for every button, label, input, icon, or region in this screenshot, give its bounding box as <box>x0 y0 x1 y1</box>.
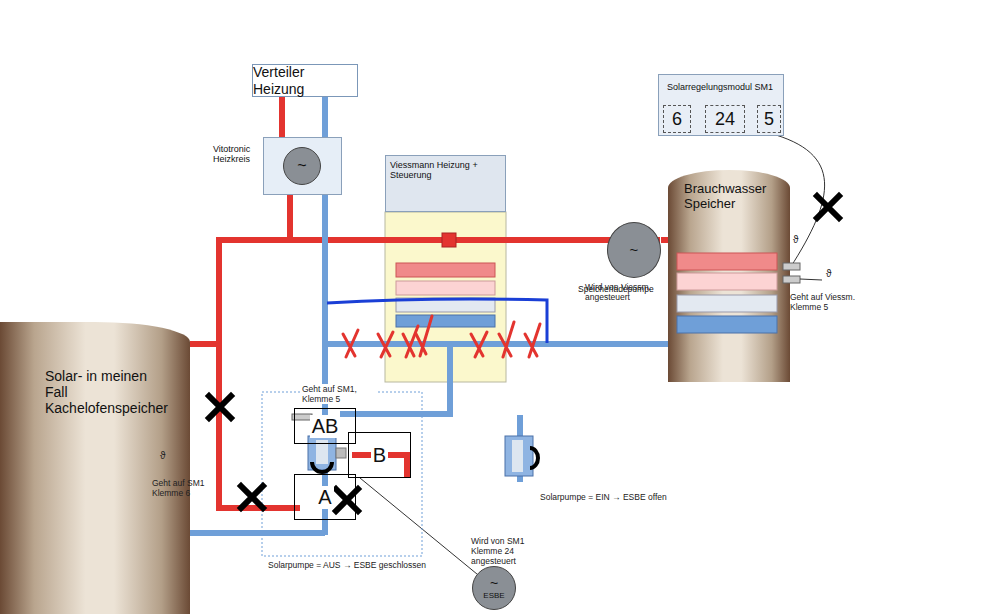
port-box: AB <box>294 408 356 444</box>
note-label: Geht auf SM1, Klemme 5 <box>300 384 378 404</box>
heating-circuit-box: Vitotronic Heizkreis~ <box>263 137 342 195</box>
controller-box: Solarregelungsmodul SM1 6 24 5 <box>658 74 784 136</box>
node-text: ~ <box>297 157 306 175</box>
sensor-symbol: ϑ <box>160 450 165 462</box>
boiler-coils <box>396 263 495 327</box>
node-text: Brauchwasser Speicher <box>684 182 774 212</box>
node-text: Solarregelungsmodul SM1 <box>667 82 775 92</box>
port-box: B <box>348 432 411 478</box>
note-label: Geht auf Viessm. Klemme 5 <box>790 292 862 312</box>
sensor-symbol: ϑ <box>793 234 798 246</box>
buffer-tank: Solar- in meinen Fall Kachelofenspeicher <box>0 322 190 614</box>
node-text: B <box>371 444 388 467</box>
boiler-box: Viessmann Heizung + Steuerung <box>385 155 506 212</box>
sensor-symbol: ϑ <box>826 268 831 280</box>
terminal-box: 24 <box>705 105 745 133</box>
node-text: AB <box>310 415 341 438</box>
node-text: 24 <box>715 109 735 130</box>
node-text: 6 <box>672 109 682 130</box>
node-text: Solar- in meinen Fall Kachelofenspeicher <box>45 368 170 416</box>
return-pipes <box>190 195 668 535</box>
red-marks <box>343 316 540 357</box>
note-label: Wird von SM1 Klemme 24 angesteuert <box>471 536 543 567</box>
node-text: Verteiler Heizung <box>253 64 357 96</box>
signal-wire <box>360 478 477 574</box>
pump-symbol: ~Speicherladepumpe <box>607 222 661 278</box>
actuator-symbol: ~ESBE <box>472 566 516 610</box>
valve-symbol <box>505 436 538 476</box>
supply-pipes <box>190 195 660 508</box>
pipe-connector <box>279 97 285 137</box>
node-text: ~ <box>490 575 498 591</box>
node-text: ESBE <box>483 591 504 600</box>
node-text: ~ <box>630 241 639 258</box>
pump-symbol: ~ <box>283 147 321 185</box>
mixing-valve <box>308 436 346 472</box>
hot-water-tank: Brauchwasser Speicher <box>668 170 790 382</box>
port-box: A <box>294 474 356 520</box>
note-label: Solarpumpe = EIN → ESBE offen <box>540 492 667 502</box>
terminal-box: 6 <box>663 105 691 133</box>
node-text: Vitotronic Heizkreis <box>213 144 261 165</box>
pipe-connector <box>322 97 328 137</box>
distributor-box: Verteiler Heizung <box>252 64 358 97</box>
node-text: 5 <box>764 109 774 130</box>
node-text: A <box>316 486 333 509</box>
pipe-connector <box>661 237 668 243</box>
note-label: Wird von Viessm. angesteuert <box>585 282 665 302</box>
terminal-box: 5 <box>757 105 781 133</box>
node-text: Viessmann Heizung + Steuerung <box>390 160 501 181</box>
note-label: Solarpumpe = AUS → ESBE geschlossen <box>268 560 426 570</box>
pipe-fitting <box>442 233 456 247</box>
note-label: Geht auf SM1 Klemme 6 <box>152 478 224 498</box>
